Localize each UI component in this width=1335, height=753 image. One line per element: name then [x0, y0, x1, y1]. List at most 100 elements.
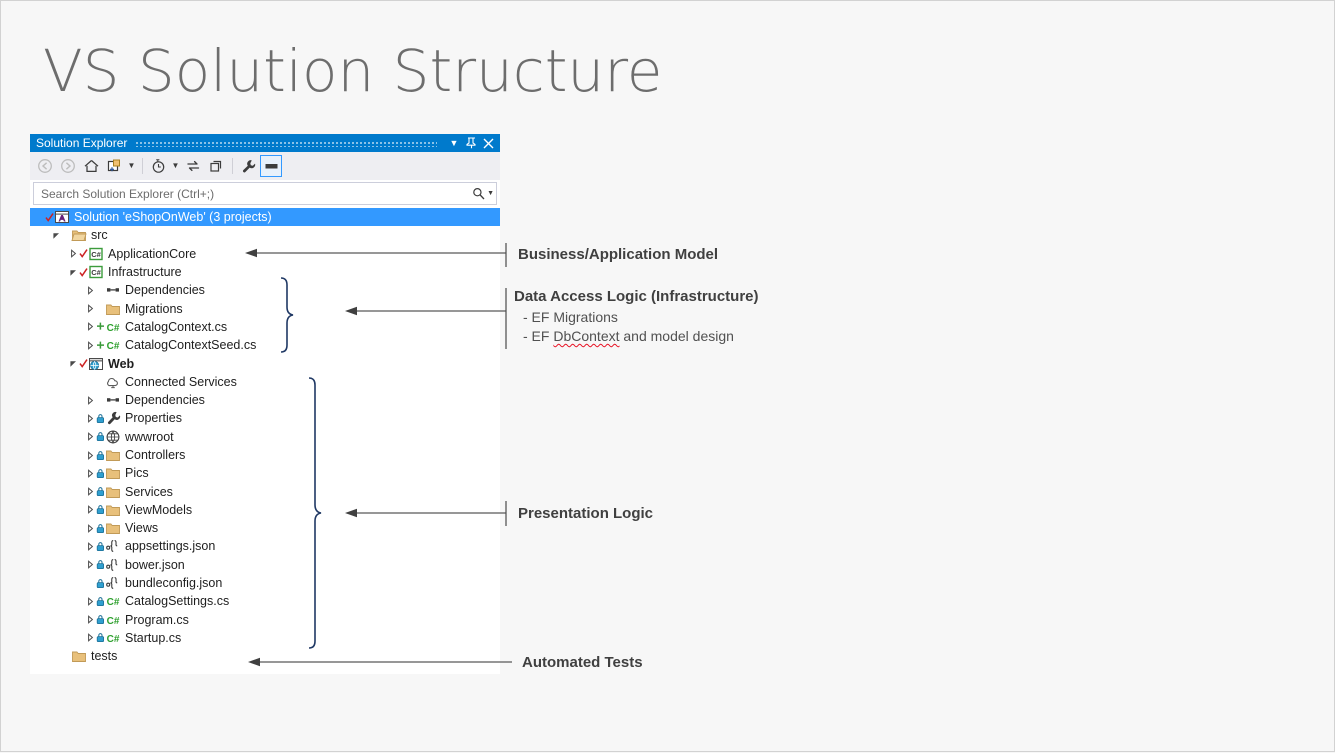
tree-row-pics[interactable]: Pics — [30, 464, 500, 482]
tree-row-views[interactable]: Views — [30, 519, 500, 537]
source-control-locked-icon — [96, 504, 105, 515]
chevron-right-icon[interactable] — [85, 486, 96, 497]
chevron-right-icon[interactable] — [85, 303, 96, 314]
tree-row-tests[interactable]: tests — [30, 647, 500, 665]
sync-with-active-document-icon-svg — [107, 159, 120, 171]
home-icon[interactable] — [80, 155, 102, 177]
source-control-locked-icon — [96, 413, 105, 424]
tree-row-infrastructure[interactable]: C#Infrastructure — [30, 263, 500, 281]
refresh-icon[interactable] — [182, 155, 204, 177]
connected-services-icon — [105, 374, 121, 390]
tree-row-wwwroot[interactable]: wwwroot — [30, 428, 500, 446]
chevron-right-icon[interactable] — [85, 596, 96, 607]
dependencies-icon-svg — [107, 288, 119, 292]
preview-selected-items-icon[interactable] — [260, 154, 282, 177]
svg-text:C#: C# — [107, 323, 120, 334]
pending-changes-dropdown-icon[interactable]: ▼ — [171, 161, 180, 170]
chevron-right-icon[interactable] — [85, 431, 96, 442]
chevron-right-icon[interactable] — [85, 614, 96, 625]
chevron-right-icon[interactable] — [85, 468, 96, 479]
chevron-right-icon[interactable] — [85, 559, 96, 570]
source-control-added-icon-svg — [97, 323, 104, 331]
csharp-file-icon: C# — [105, 612, 121, 628]
dropdown-icon[interactable]: ▼ — [449, 138, 459, 148]
search-box[interactable]: ▼ — [33, 182, 497, 205]
chevron-right-icon-svg — [88, 468, 94, 478]
tree-row-web[interactable]: Web — [30, 354, 500, 372]
tree-row-migrations[interactable]: Migrations — [30, 299, 500, 317]
tree-row-connected-services[interactable]: Connected Services — [30, 373, 500, 391]
source-control-added-icon-svg — [97, 341, 104, 349]
search-dropdown-icon[interactable]: ▼ — [487, 190, 494, 197]
tree-row-applicationcore[interactable]: C#ApplicationCore — [30, 245, 500, 263]
json-file-icon-svg — [106, 540, 118, 553]
callout-data-access-logic: Data Access Logic (Infrastructure) — [514, 288, 759, 305]
tree-row-bundleconfig-json[interactable]: bundleconfig.json — [30, 574, 500, 592]
close-icon[interactable] — [480, 135, 496, 151]
tree-row-dependencies[interactable]: Dependencies — [30, 281, 500, 299]
chevron-right-icon[interactable] — [68, 248, 79, 259]
tree-row-program-cs[interactable]: C#Program.cs — [30, 611, 500, 629]
chevron-right-icon-svg — [71, 249, 77, 259]
wrench-icon-svg — [242, 159, 255, 172]
tree-row-label: Pics — [125, 466, 149, 481]
sync-dropdown-icon[interactable]: ▼ — [127, 161, 136, 170]
tree-row-startup-cs[interactable]: C#Startup.cs — [30, 629, 500, 647]
chevron-down-icon[interactable] — [68, 267, 79, 278]
chevron-right-icon[interactable] — [85, 504, 96, 515]
tree-row-appsettings-json[interactable]: appsettings.json — [30, 537, 500, 555]
collapse-all-icon[interactable] — [205, 155, 227, 177]
tree-row-label: Web — [108, 356, 135, 371]
chevron-right-icon[interactable] — [85, 450, 96, 461]
csharp-file-icon-svg: C# — [107, 634, 120, 645]
tree-row-viewmodels[interactable]: ViewModels — [30, 501, 500, 519]
search-icon-svg — [473, 187, 485, 200]
tree-row-catalogcontextseed-cs[interactable]: C#CatalogContextSeed.cs — [30, 336, 500, 354]
solution-explorer-title: Solution Explorer — [36, 136, 128, 150]
chevron-right-icon[interactable] — [85, 523, 96, 534]
tree-row-controllers[interactable]: Controllers — [30, 446, 500, 464]
callout-presentation-logic: Presentation Logic — [518, 505, 654, 522]
chevron-right-icon-svg — [88, 615, 94, 625]
source-control-checked-out-icon-svg — [79, 359, 88, 368]
tree-row-src[interactable]: src — [30, 226, 500, 244]
tree-row-catalogsettings-cs[interactable]: C#CatalogSettings.cs — [30, 592, 500, 610]
tree-row-services[interactable]: Services — [30, 482, 500, 500]
chevron-right-icon[interactable] — [85, 340, 96, 351]
chevron-down-icon[interactable] — [51, 230, 62, 241]
search-input[interactable] — [39, 185, 469, 202]
sync-with-active-document-icon[interactable] — [103, 155, 125, 177]
tree-row-solution-eshoponweb-3-projects[interactable]: Solution 'eShopOnWeb' (3 projects) — [30, 208, 500, 227]
folder-icon — [105, 484, 121, 500]
tree-row-bower-json[interactable]: bower.json — [30, 556, 500, 574]
tree-row-catalogcontext-cs[interactable]: C#CatalogContext.cs — [30, 318, 500, 336]
csharp-file-icon-svg: C# — [107, 323, 120, 334]
chevron-right-icon[interactable] — [85, 321, 96, 332]
properties-icon[interactable] — [237, 155, 259, 177]
tree-row-label: wwwroot — [125, 429, 174, 444]
back-icon[interactable] — [34, 155, 56, 177]
pending-changes-icon[interactable] — [147, 155, 169, 177]
forward-icon[interactable] — [57, 155, 79, 177]
folder-icon — [105, 301, 121, 317]
chevron-right-icon-svg — [88, 633, 94, 643]
globe-icon-svg — [106, 430, 120, 444]
chevron-down-icon[interactable] — [68, 358, 79, 369]
folder-icon-svg — [106, 304, 120, 315]
expander-spacer — [51, 651, 62, 662]
globe-icon — [105, 429, 121, 445]
tree-row-properties[interactable]: Properties — [30, 409, 500, 427]
svg-text:C#: C# — [107, 597, 120, 608]
chevron-right-icon[interactable] — [85, 541, 96, 552]
chevron-right-icon[interactable] — [85, 632, 96, 643]
tree-row-dependencies[interactable]: Dependencies — [30, 391, 500, 409]
chevron-right-icon[interactable] — [85, 395, 96, 406]
pending-changes-icon-svg — [152, 158, 164, 173]
source-control-locked-icon — [96, 541, 105, 552]
tree-row-label: src — [91, 228, 108, 243]
pin-icon[interactable] — [463, 135, 479, 151]
chevron-right-icon[interactable] — [85, 413, 96, 424]
chevron-right-icon[interactable] — [85, 285, 96, 296]
search-icon[interactable]: ▼ — [468, 187, 494, 200]
